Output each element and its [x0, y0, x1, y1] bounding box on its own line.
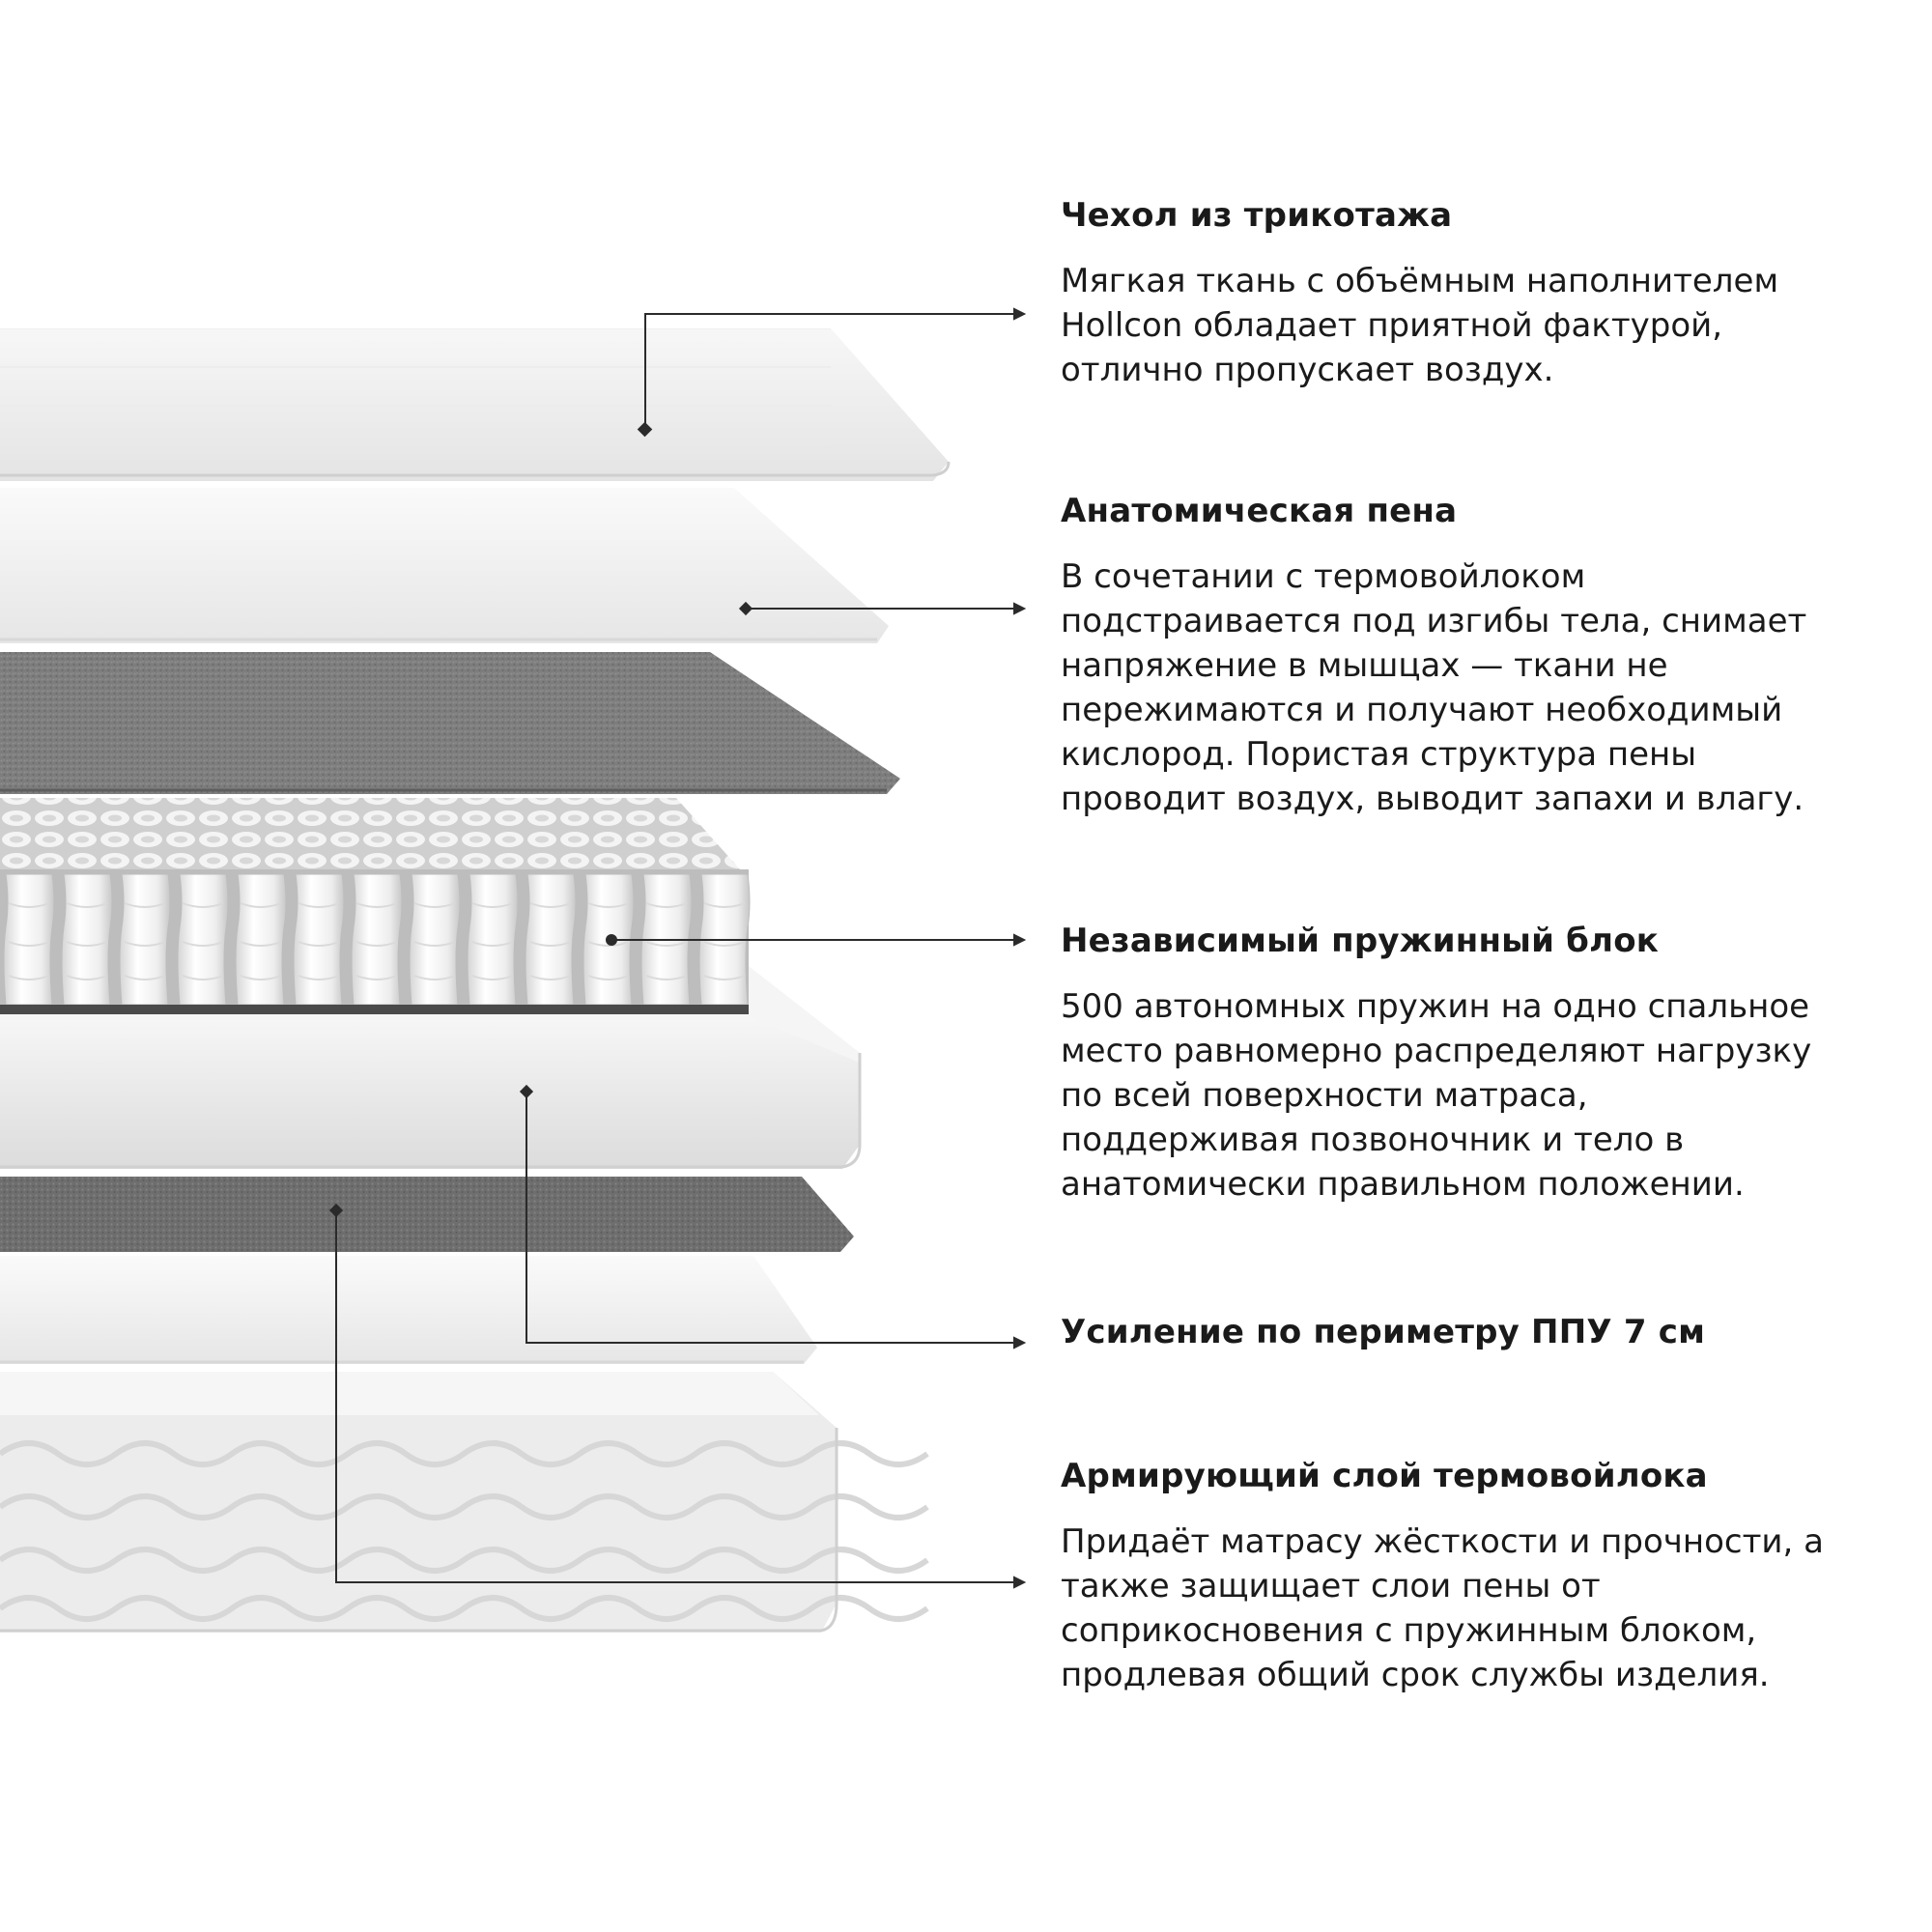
feature-perimeter-title: Усиление по периметру ППУ 7 см: [1061, 1313, 1706, 1351]
feature-anatomical-foam: Анатомическая пена В сочетании с термово…: [1061, 489, 1891, 821]
feature-cover-description: Мягкая ткань с объёмным наполнителем Hol…: [1061, 262, 1779, 389]
wave-stitch: [0, 1440, 929, 1467]
feature-springs-description: 500 автономных пружин на одно спальное м…: [1061, 987, 1812, 1204]
spring-block-layer: [0, 798, 751, 1016]
spring-coil: [525, 873, 577, 1006]
wave-stitch: [0, 1595, 929, 1622]
foam-layer: [0, 488, 889, 643]
feature-felt-description: Придаёт матрасу жёсткости и прочности, а…: [1061, 1522, 1824, 1694]
callout-lines: [328, 307, 1027, 1589]
felt-layer-top: [0, 652, 900, 794]
callout-cover: [637, 307, 1027, 438]
spring-coil: [409, 873, 461, 1006]
feature-foam-title: Анатомическая пена: [1061, 492, 1458, 530]
feature-reinforcing-felt: Армирующий слой термовойлока Придаёт мат…: [1061, 1454, 1891, 1697]
feature-cover-title: Чехол из трикотажа: [1061, 196, 1453, 235]
feature-spring-block: Независимый пружинный блок 500 автономны…: [1061, 919, 1891, 1207]
feature-cover: Чехол из трикотажа Мягкая ткань с объёмн…: [1061, 193, 1891, 392]
spring-coil: [61, 873, 113, 1006]
cover-layer: [0, 328, 951, 481]
felt-layer-bottom: [0, 1177, 854, 1252]
spring-coil: [467, 873, 519, 1006]
wave-stitch: [0, 1547, 929, 1574]
spring-coil: [351, 873, 403, 1006]
spring-coil: [235, 873, 287, 1006]
spring-coil: [3, 873, 55, 1006]
feature-felt-title: Армирующий слой термовойлока: [1061, 1457, 1708, 1495]
callout-springs: [606, 933, 1027, 947]
feature-springs-title: Независимый пружинный блок: [1061, 922, 1660, 960]
feature-perimeter-reinforcement: Усиление по периметру ППУ 7 см: [1061, 1310, 1891, 1354]
wave-stitch: [0, 1493, 929, 1520]
callout-foam: [738, 601, 1027, 616]
callout-perimeter: [519, 1084, 1027, 1350]
spring-coil: [119, 873, 171, 1006]
spring-coil: [293, 873, 345, 1006]
callout-felt: [328, 1203, 1027, 1589]
perimeter-foam-layer: [0, 966, 862, 1169]
mattress-base-layer: [0, 1372, 929, 1633]
feature-foam-description: В сочетании с термовойлоком подстраивает…: [1061, 557, 1807, 818]
spring-coil: [177, 873, 229, 1006]
foam-layer-bottom: [0, 1256, 817, 1364]
